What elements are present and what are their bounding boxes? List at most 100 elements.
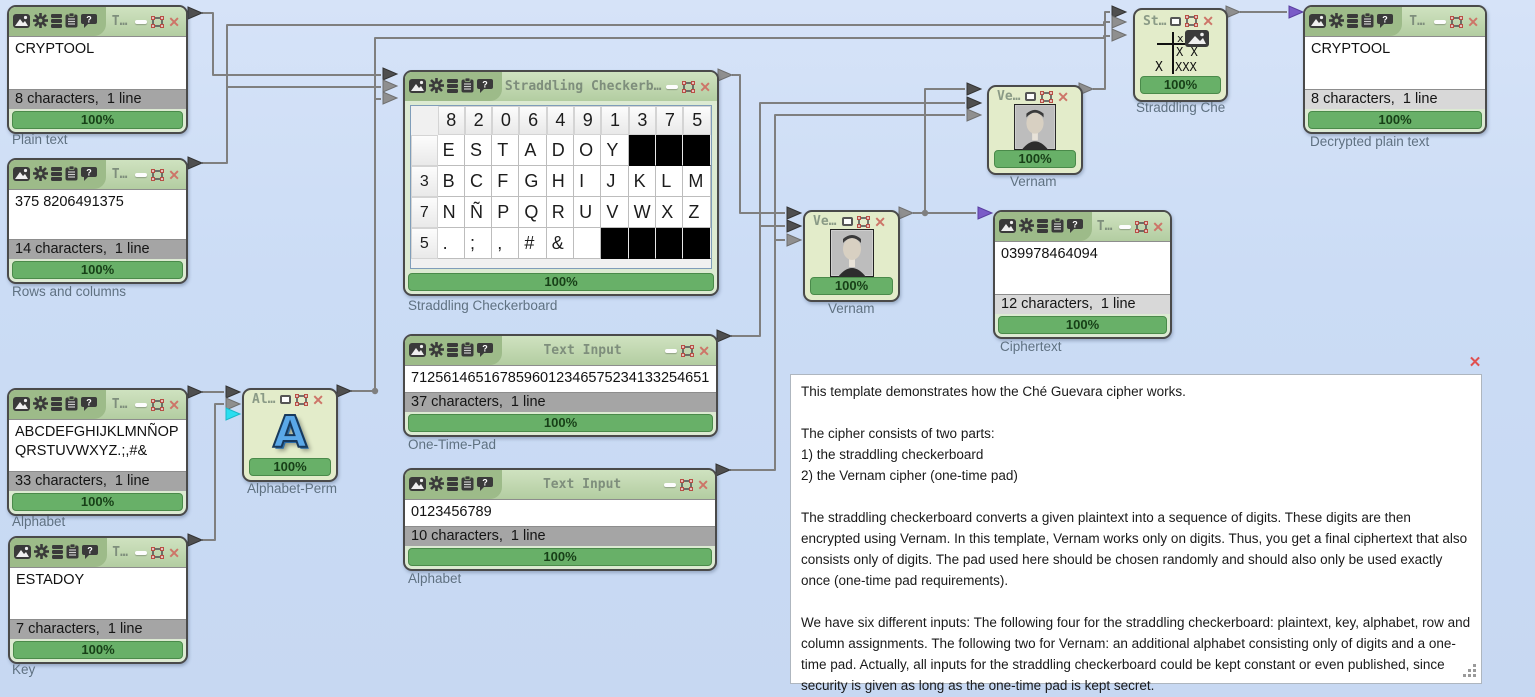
- node-vernam-decrypt[interactable]: Ve… ✕ 100%: [987, 85, 1083, 175]
- output-connector-arrow[interactable]: [187, 533, 204, 547]
- help-icon[interactable]: ?: [477, 342, 493, 357]
- text-value[interactable]: CRYPTOOL: [9, 36, 186, 90]
- gear-icon[interactable]: [1019, 218, 1034, 233]
- input-connector-arrow-purple[interactable]: [977, 206, 994, 220]
- input-connector-arrow[interactable]: [1111, 28, 1128, 42]
- node-ciphertext[interactable]: ? T… ✕ 039978464094 12 characters, 1 lin…: [993, 210, 1172, 339]
- image-icon[interactable]: [409, 78, 426, 93]
- image-icon[interactable]: [999, 218, 1016, 233]
- image-icon[interactable]: [13, 396, 30, 411]
- output-connector-arrow[interactable]: [187, 156, 204, 170]
- clipboard-icon[interactable]: [461, 475, 474, 491]
- minimize-button[interactable]: [1119, 224, 1132, 229]
- input-connector-arrow[interactable]: [966, 82, 983, 96]
- close-button[interactable]: ✕: [1202, 13, 1214, 29]
- node-alphabet-digits[interactable]: ? Text Input ✕ 0123456789 10 characters,…: [403, 468, 717, 571]
- clipboard-icon[interactable]: [66, 543, 79, 559]
- image-icon[interactable]: [1309, 13, 1326, 28]
- minimize-button[interactable]: [1434, 19, 1447, 24]
- maximize-button[interactable]: [151, 398, 165, 411]
- node-titlebar[interactable]: ? T… ✕: [1305, 7, 1485, 36]
- close-button[interactable]: ✕: [1152, 218, 1164, 235]
- help-icon[interactable]: ?: [81, 13, 97, 28]
- node-key[interactable]: ? T… ✕ ESTADOY 7 characters, 1 line 100%: [8, 536, 188, 664]
- close-button[interactable]: ✕: [699, 78, 711, 95]
- maximize-button[interactable]: [151, 15, 165, 28]
- input-connector-arrow-cyan[interactable]: [225, 407, 242, 421]
- image-icon[interactable]: [13, 166, 30, 181]
- input-connector-arrow[interactable]: [382, 91, 399, 105]
- node-titlebar[interactable]: ? T… ✕: [9, 7, 186, 36]
- output-connector-arrow[interactable]: [336, 384, 353, 398]
- restore-button[interactable]: [280, 395, 292, 404]
- close-button[interactable]: ✕: [312, 391, 324, 408]
- input-connector-arrow[interactable]: [225, 385, 242, 399]
- minimize-button[interactable]: [666, 84, 679, 89]
- minimize-button[interactable]: [135, 550, 148, 555]
- help-icon[interactable]: ?: [1377, 13, 1393, 28]
- node-titlebar[interactable]: ? T… ✕: [9, 390, 186, 419]
- minimize-button[interactable]: [135, 172, 148, 177]
- node-titlebar[interactable]: St… ✕: [1135, 10, 1226, 30]
- image-icon[interactable]: [14, 544, 31, 559]
- stack-icon[interactable]: [51, 166, 62, 181]
- gear-icon[interactable]: [33, 166, 48, 181]
- maximize-button[interactable]: [857, 215, 871, 228]
- text-value[interactable]: ESTADOY: [10, 567, 186, 620]
- minimize-button[interactable]: [664, 482, 677, 487]
- restore-button[interactable]: [842, 217, 854, 226]
- stack-icon[interactable]: [1037, 218, 1048, 233]
- clipboard-icon[interactable]: [1051, 217, 1064, 233]
- gear-icon[interactable]: [429, 476, 444, 491]
- stack-icon[interactable]: [51, 396, 62, 411]
- maximize-button[interactable]: [1040, 90, 1054, 103]
- close-button[interactable]: ✕: [168, 166, 180, 183]
- input-connector-arrow[interactable]: [786, 206, 803, 220]
- clipboard-icon[interactable]: [65, 395, 78, 411]
- resize-grip-icon[interactable]: [1463, 664, 1477, 678]
- maximize-button[interactable]: [151, 168, 165, 181]
- maximize-button[interactable]: [295, 393, 309, 406]
- node-one-time-pad[interactable]: ? Text Input ✕ 7125614651678596012346575…: [403, 334, 718, 437]
- input-connector-arrow[interactable]: [225, 397, 242, 411]
- output-connector-arrow[interactable]: [716, 329, 733, 343]
- text-value[interactable]: 375 8206491375: [9, 189, 186, 240]
- clipboard-icon[interactable]: [1361, 12, 1374, 28]
- node-straddling-checkerboard-decrypt[interactable]: St… ✕ x x X X X XXX 100%: [1133, 8, 1228, 102]
- input-connector-arrow[interactable]: [786, 233, 803, 247]
- clipboard-icon[interactable]: [461, 341, 474, 357]
- clipboard-icon[interactable]: [65, 165, 78, 181]
- help-icon[interactable]: ?: [81, 166, 97, 181]
- restore-button[interactable]: [1170, 16, 1182, 26]
- panel-close-icon[interactable]: ✕: [1468, 354, 1482, 371]
- node-titlebar[interactable]: ? Text Input ✕: [405, 336, 716, 365]
- help-icon[interactable]: ?: [1067, 218, 1083, 233]
- maximize-button[interactable]: [682, 80, 696, 93]
- close-button[interactable]: ✕: [874, 213, 886, 230]
- input-connector-arrow[interactable]: [1111, 5, 1128, 19]
- text-value[interactable]: ABCDEFGHIJKLMNÑOPQRSTUVWXYZ.;,#&: [9, 419, 186, 472]
- node-vernam-encrypt[interactable]: Ve… ✕ 100%: [803, 210, 900, 302]
- maximize-button[interactable]: [1450, 15, 1464, 28]
- node-plain-text[interactable]: ? T… ✕ CRYPTOOL 8 characters, 1 line 100…: [7, 5, 188, 134]
- output-connector-arrow[interactable]: [1225, 5, 1242, 19]
- close-button[interactable]: ✕: [1057, 88, 1069, 105]
- maximize-button[interactable]: [1185, 15, 1199, 27]
- close-button[interactable]: ✕: [1467, 13, 1479, 30]
- maximize-button[interactable]: [1135, 220, 1149, 233]
- input-connector-arrow-purple[interactable]: [1288, 5, 1305, 19]
- output-connector-arrow[interactable]: [717, 68, 734, 82]
- stack-icon[interactable]: [447, 476, 458, 491]
- node-titlebar[interactable]: Ve… ✕: [805, 212, 898, 229]
- maximize-button[interactable]: [681, 344, 695, 357]
- minimize-button[interactable]: [135, 402, 148, 407]
- gear-icon[interactable]: [34, 544, 49, 559]
- node-rows-and-columns[interactable]: ? T… ✕ 375 8206491375 14 characters, 1 l…: [7, 158, 188, 284]
- input-connector-arrow[interactable]: [786, 219, 803, 233]
- input-connector-arrow[interactable]: [382, 79, 399, 93]
- node-alphabet-permutator[interactable]: Al… ✕ A 100%: [242, 388, 338, 482]
- gear-icon[interactable]: [33, 13, 48, 28]
- output-connector-arrow[interactable]: [187, 6, 204, 20]
- image-icon[interactable]: [13, 13, 30, 28]
